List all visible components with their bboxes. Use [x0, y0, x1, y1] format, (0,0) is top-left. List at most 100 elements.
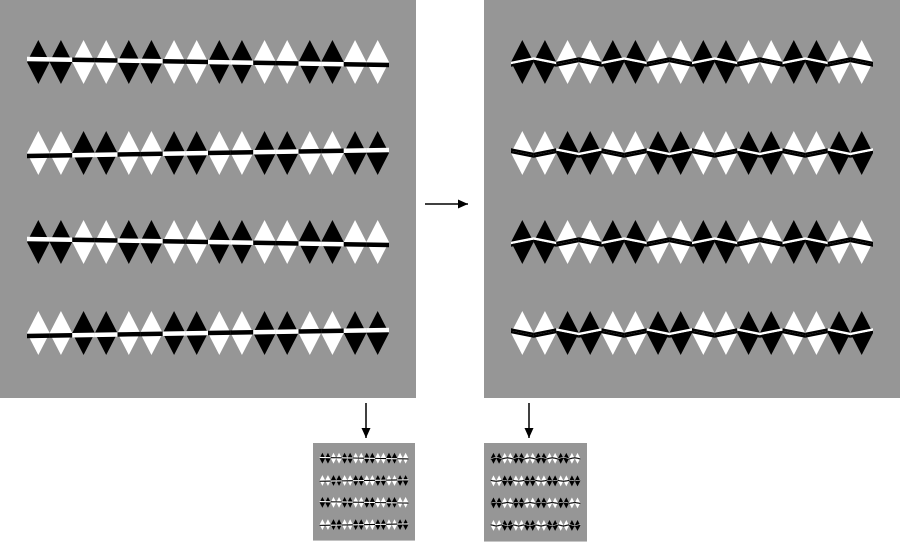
diamond — [366, 40, 389, 84]
segment-stripe-bottom — [541, 524, 547, 527]
line-segment — [369, 523, 376, 526]
local-segment — [569, 524, 575, 527]
segment-stripe-bottom — [574, 524, 581, 527]
segment-stripe-top — [646, 328, 670, 336]
diamond — [27, 311, 50, 355]
diamond — [27, 131, 50, 175]
local-segment — [552, 457, 558, 460]
local-segment — [557, 501, 564, 505]
line-segment — [391, 479, 398, 481]
segment-stripe-top — [524, 524, 530, 526]
segment-stripe-top — [507, 501, 514, 504]
local-segment — [529, 524, 536, 527]
line-segment — [352, 480, 359, 482]
segment-stripe-bottom — [692, 330, 715, 338]
local-segment — [850, 148, 873, 158]
segment-stripe-bottom — [601, 59, 625, 67]
segment-stripe-bottom — [533, 150, 557, 158]
line-segment — [391, 458, 398, 460]
local-segment — [546, 524, 553, 527]
line-segment — [402, 479, 409, 481]
local-segment — [541, 479, 547, 483]
local-segment — [541, 457, 547, 460]
segment-stripe-bottom — [782, 239, 806, 247]
segment-stripe-bottom — [692, 59, 715, 67]
local-segment — [574, 501, 581, 505]
line-segment — [375, 523, 381, 526]
local-segment — [529, 457, 536, 460]
segment-stripe-top — [529, 501, 536, 504]
arrow-head — [361, 428, 371, 438]
line-segment — [325, 524, 331, 526]
segment-stripe-top — [601, 237, 625, 245]
segment-stripe-top — [518, 524, 525, 526]
line-segment — [72, 237, 95, 243]
segment-stripe-bottom — [782, 59, 806, 67]
segment-stripe-bottom — [759, 239, 783, 247]
segment-stripe-top — [541, 457, 547, 459]
segment-stripe-top — [533, 148, 557, 156]
line-segment — [140, 331, 163, 337]
segment-stripe-bottom — [513, 502, 519, 505]
line-segment — [343, 242, 367, 247]
local-segment — [692, 237, 715, 247]
local-segment — [533, 57, 557, 67]
segment-stripe-top — [501, 524, 508, 526]
segment-stripe-bottom — [541, 502, 547, 505]
local-segment — [557, 457, 564, 460]
local-segment — [759, 237, 783, 247]
line-segment — [336, 524, 342, 526]
down-arrow-icon — [524, 403, 534, 438]
local-segment — [578, 237, 602, 247]
diamond-row — [511, 220, 873, 264]
line-segment — [336, 457, 342, 459]
segment-stripe-top — [601, 328, 625, 336]
down-arrow-icon — [361, 403, 371, 438]
segment-stripe-bottom — [782, 150, 806, 158]
line-segment — [402, 502, 409, 504]
segment-stripe-top — [574, 524, 581, 526]
local-segment — [759, 148, 783, 158]
segment-stripe-bottom — [563, 457, 570, 460]
local-segment — [624, 57, 647, 67]
segment-stripe-bottom — [535, 480, 542, 483]
line-segment — [117, 331, 141, 337]
diamond — [325, 452, 331, 464]
segment-stripe-bottom — [507, 457, 514, 460]
segment-stripe-bottom — [518, 480, 525, 483]
segment-stripe-top — [563, 524, 570, 526]
segment-stripe-top — [578, 237, 602, 245]
diamond — [366, 131, 389, 175]
line-segment — [330, 501, 337, 503]
segment-stripe-top — [518, 501, 525, 504]
line-segment — [275, 329, 299, 335]
local-segment — [850, 328, 873, 338]
segment-stripe-top — [501, 457, 508, 459]
segment-stripe-top — [557, 501, 564, 504]
segment-stripe-top — [507, 479, 514, 482]
segment-stripe-bottom — [535, 457, 542, 460]
segment-stripe-bottom — [552, 524, 558, 527]
line-segment — [298, 328, 322, 334]
local-segment — [805, 148, 828, 158]
segment-stripe-top — [552, 479, 558, 482]
local-segment — [578, 148, 602, 158]
local-segment — [496, 457, 502, 460]
line-segment — [336, 501, 342, 503]
segment-stripe-bottom — [569, 457, 575, 460]
local-segment — [511, 237, 534, 247]
line-segment — [375, 479, 381, 481]
segment-stripe-top — [533, 57, 557, 65]
local-segment — [501, 457, 508, 460]
segment-stripe-bottom — [569, 480, 575, 483]
segment-stripe-bottom — [513, 524, 519, 527]
local-segment — [507, 501, 514, 505]
segment-stripe-bottom — [850, 59, 873, 67]
segment-stripe-bottom — [507, 524, 514, 527]
line-segment — [72, 152, 95, 158]
local-segment — [574, 457, 581, 460]
diamond — [27, 220, 50, 264]
local-segment — [578, 57, 602, 67]
local-segment — [511, 328, 534, 338]
segment-stripe-top — [827, 328, 851, 336]
